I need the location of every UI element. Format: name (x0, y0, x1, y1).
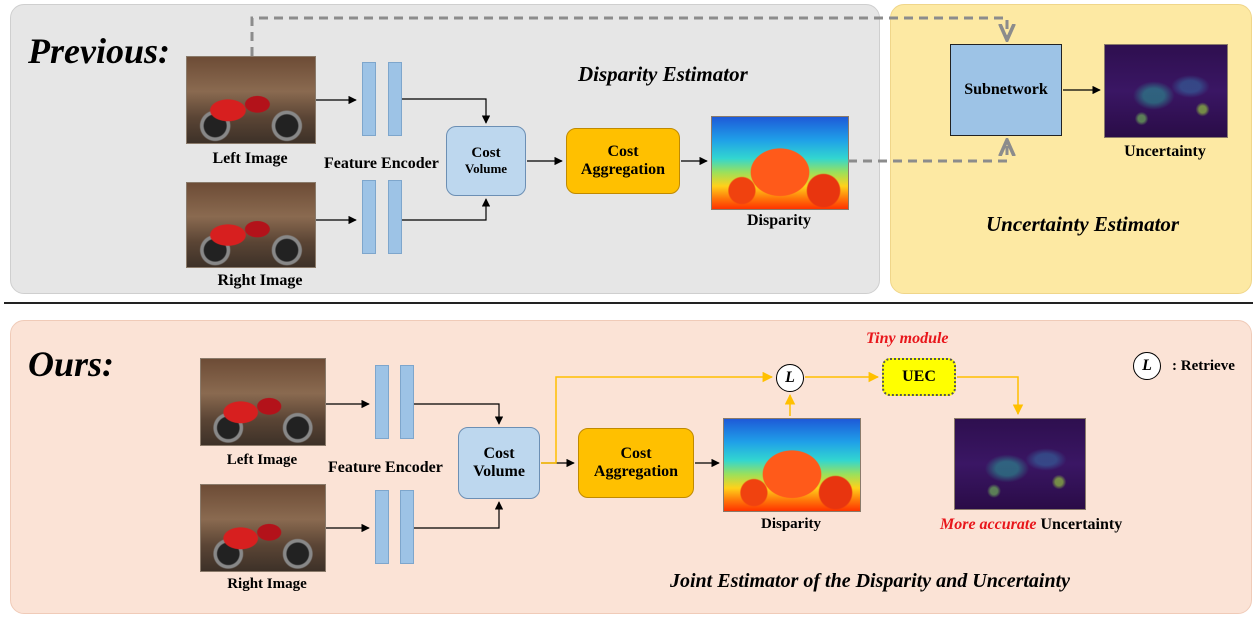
section-divider (4, 302, 1253, 304)
feature-encoder-label-ours: Feature Encoder (328, 459, 443, 476)
cost-aggregation-line-1-ours: Cost (620, 444, 652, 462)
left-encoder-bar-2 (388, 62, 402, 136)
cost-volume-line-2-ours: Volume (473, 463, 525, 480)
right-encoder-bar-1 (362, 180, 376, 254)
disparity-label-ours: Disparity (761, 516, 821, 532)
cost-volume-line-1-ours: Cost (483, 444, 515, 462)
cost-aggregation-line-2: Aggregation (580, 161, 666, 178)
previous-heading: Previous: (28, 31, 170, 71)
feature-encoder-label: Feature Encoder (324, 155, 439, 172)
ours-right-encoder-bar-1 (375, 490, 389, 564)
left-image-ours (200, 358, 326, 446)
joint-estimator-title: Joint Estimator of the Disparity and Unc… (670, 570, 1071, 592)
left-encoder-bar-1 (362, 62, 376, 136)
retrieve-node-symbol: L (785, 369, 795, 386)
uncertainty-estimator-title: Uncertainty Estimator (986, 212, 1180, 236)
retrieve-node: L (776, 364, 804, 392)
disparity-map (711, 116, 849, 210)
left-image-label-ours: Left Image (226, 452, 298, 468)
legend-symbol: L (1133, 352, 1161, 380)
uec-box: UEC (882, 358, 956, 396)
legend-text: : Retrieve (1172, 358, 1235, 374)
uncertainty-map-ours (954, 418, 1086, 510)
subnetwork-box: Subnetwork (950, 44, 1062, 136)
ours-left-encoder-bar-1 (375, 365, 389, 439)
disparity-estimator-title: Disparity Estimator (578, 62, 748, 86)
ours-left-encoder-bar-2 (400, 365, 414, 439)
left-image (186, 56, 316, 144)
tiny-module-label: Tiny module (866, 330, 949, 347)
uncertainty-text: Uncertainty (1040, 516, 1123, 533)
cost-volume-box-ours: Cost Volume (458, 427, 540, 499)
more-accurate-text: More accurate (940, 516, 1037, 533)
cost-volume-box: Cost Volume (446, 126, 526, 196)
cost-aggregation-line-1: Cost (607, 142, 639, 160)
cost-aggregation-box: Cost Aggregation (566, 128, 680, 194)
left-image-label: Left Image (212, 150, 288, 167)
disparity-label: Disparity (747, 212, 811, 229)
uncertainty-label-top: Uncertainty (1124, 143, 1206, 160)
legend-symbol-text: L (1142, 357, 1152, 374)
uncertainty-map-top (1104, 44, 1228, 138)
cost-volume-line-2: Volume (464, 161, 508, 177)
right-image-label: Right Image (217, 272, 303, 289)
right-image-label-ours: Right Image (227, 576, 307, 592)
disparity-map-ours (723, 418, 861, 512)
right-image-ours (200, 484, 326, 572)
cost-aggregation-box-ours: Cost Aggregation (578, 428, 694, 498)
cost-volume-line-1: Cost (471, 144, 501, 161)
cost-aggregation-line-2-ours: Aggregation (593, 463, 679, 480)
ours-heading: Ours: (28, 344, 115, 384)
uncertainty-caption-ours: More accurate Uncertainty (940, 516, 1122, 534)
subnetwork-label: Subnetwork (964, 80, 1048, 98)
right-encoder-bar-2 (388, 180, 402, 254)
uec-label: UEC (902, 367, 936, 385)
ours-right-encoder-bar-2 (400, 490, 414, 564)
right-image (186, 182, 316, 268)
